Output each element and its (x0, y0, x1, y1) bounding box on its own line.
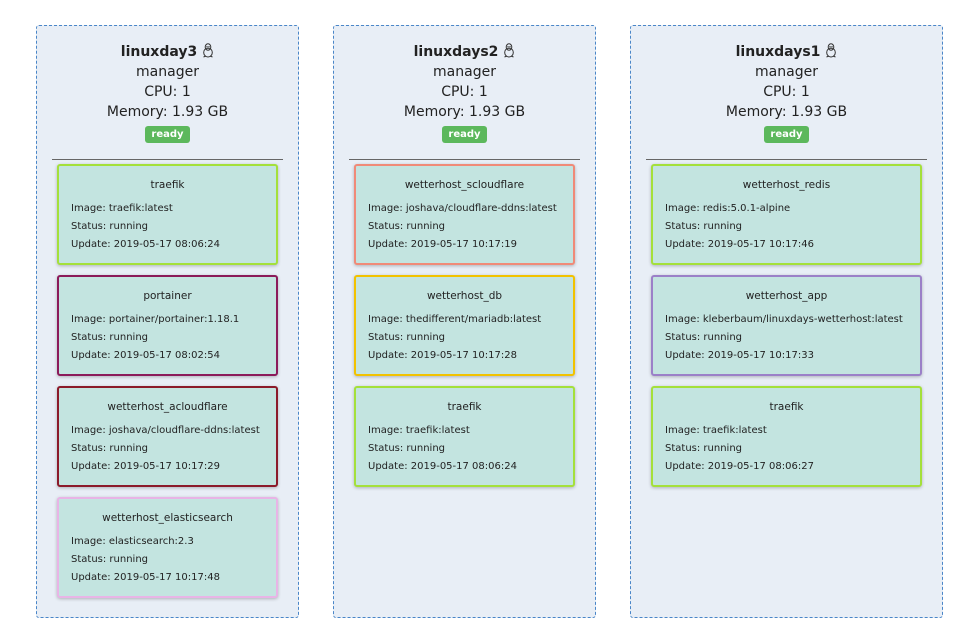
service-card-wetterhost-redis[interactable]: wetterhost_redis Image: redis:5.0.1-alpi… (651, 164, 922, 265)
service-update: Update: 2019-05-17 08:06:24 (368, 461, 517, 472)
service-update: Update: 2019-05-17 10:17:48 (71, 572, 220, 583)
service-name: wetterhost_scloudflare (404, 179, 525, 191)
node-header: linuxday3 manager CPU: 1 Memory: 1.93 GB… (37, 26, 298, 143)
node-hostname: linuxday3 (37, 42, 298, 62)
service-name: wetterhost_app (745, 290, 828, 302)
service-update: Update: 2019-05-17 10:17:33 (665, 350, 814, 361)
service-name: wetterhost_redis (742, 179, 831, 191)
service-card-traefik[interactable]: traefik Image: traefik:latest Status: ru… (651, 386, 922, 487)
service-image: Image: thedifferent/mariadb:latest (368, 314, 542, 325)
service-card-wetterhost-db[interactable]: wetterhost_db Image: thedifferent/mariad… (354, 275, 575, 376)
service-image: Image: joshava/cloudflare-ddns:latest (71, 425, 260, 436)
service-status: Status: running (71, 332, 149, 343)
service-name: portainer (143, 290, 192, 302)
service-update: Update: 2019-05-17 10:17:28 (368, 350, 517, 361)
service-card-wetterhost-elasticsearch[interactable]: wetterhost_elasticsearch Image: elastics… (57, 497, 278, 598)
service-image: Image: portainer/portainer:1.18.1 (71, 314, 240, 325)
service-card-wetterhost-app[interactable]: wetterhost_app Image: kleberbaum/linuxda… (651, 275, 922, 376)
service-status: Status: running (368, 443, 446, 454)
service-image: Image: kleberbaum/linuxdays-wetterhost:l… (665, 314, 903, 325)
service-image: Image: elasticsearch:2.3 (71, 536, 194, 547)
service-status: Status: running (368, 332, 446, 343)
node-role: manager (755, 64, 818, 80)
service-update: Update: 2019-05-17 08:02:54 (71, 350, 220, 361)
service-name: traefik (447, 401, 482, 413)
status-badge: ready (764, 126, 809, 143)
node-hostname: linuxdays2 (334, 42, 595, 62)
service-update: Update: 2019-05-17 08:06:27 (665, 461, 814, 472)
service-image: Image: traefik:latest (665, 425, 767, 436)
service-update: Update: 2019-05-17 08:06:24 (71, 239, 220, 250)
node-card-linuxdays1: linuxdays1 manager CPU: 1 Memory: 1.93 G… (630, 25, 943, 618)
linux-tux-icon (826, 43, 837, 58)
node-cpu: CPU: 1 (763, 84, 810, 100)
divider (646, 159, 927, 160)
service-status: Status: running (71, 554, 149, 565)
service-status: Status: running (71, 221, 149, 232)
service-card-wetterhost-scloudflare[interactable]: wetterhost_scloudflare Image: joshava/cl… (354, 164, 575, 265)
linux-tux-icon (203, 43, 214, 58)
service-image: Image: traefik:latest (368, 425, 470, 436)
service-update: Update: 2019-05-17 10:17:29 (71, 461, 220, 472)
status-badge: ready (442, 126, 487, 143)
service-name: traefik (769, 401, 804, 413)
service-update: Update: 2019-05-17 10:17:46 (665, 239, 814, 250)
node-hostname: linuxdays1 (631, 42, 942, 62)
node-memory: Memory: 1.93 GB (403, 104, 526, 120)
service-image: Image: joshava/cloudflare-ddns:latest (368, 203, 557, 214)
service-update: Update: 2019-05-17 10:17:19 (368, 239, 517, 250)
service-status: Status: running (665, 332, 743, 343)
node-cpu: CPU: 1 (441, 84, 488, 100)
service-image: Image: redis:5.0.1-alpine (665, 203, 791, 214)
status-badge: ready (145, 126, 190, 143)
service-image: Image: traefik:latest (71, 203, 173, 214)
divider (52, 159, 283, 160)
node-memory: Memory: 1.93 GB (725, 104, 848, 120)
node-header: linuxdays2 manager CPU: 1 Memory: 1.93 G… (334, 26, 595, 143)
service-card-portainer[interactable]: portainer Image: portainer/portainer:1.1… (57, 275, 278, 376)
service-name: wetterhost_acloudflare (107, 401, 228, 413)
node-card-linuxdays2: linuxdays2 manager CPU: 1 Memory: 1.93 G… (333, 25, 596, 618)
node-card-linuxday3: linuxday3 manager CPU: 1 Memory: 1.93 GB… (36, 25, 299, 618)
service-card-traefik[interactable]: traefik Image: traefik:latest Status: ru… (354, 386, 575, 487)
node-role: manager (433, 64, 496, 80)
divider (349, 159, 580, 160)
service-name: wetterhost_db (426, 290, 503, 302)
service-name: wetterhost_elasticsearch (102, 512, 233, 524)
service-name: traefik (150, 179, 185, 191)
node-role: manager (136, 64, 199, 80)
service-status: Status: running (368, 221, 446, 232)
node-cpu: CPU: 1 (144, 84, 191, 100)
service-card-wetterhost-acloudflare[interactable]: wetterhost_acloudflare Image: joshava/cl… (57, 386, 278, 487)
linux-tux-icon (504, 43, 515, 58)
service-status: Status: running (665, 443, 743, 454)
service-status: Status: running (71, 443, 149, 454)
service-status: Status: running (665, 221, 743, 232)
node-header: linuxdays1 manager CPU: 1 Memory: 1.93 G… (631, 26, 942, 143)
service-card-traefik[interactable]: traefik Image: traefik:latest Status: ru… (57, 164, 278, 265)
node-memory: Memory: 1.93 GB (106, 104, 229, 120)
